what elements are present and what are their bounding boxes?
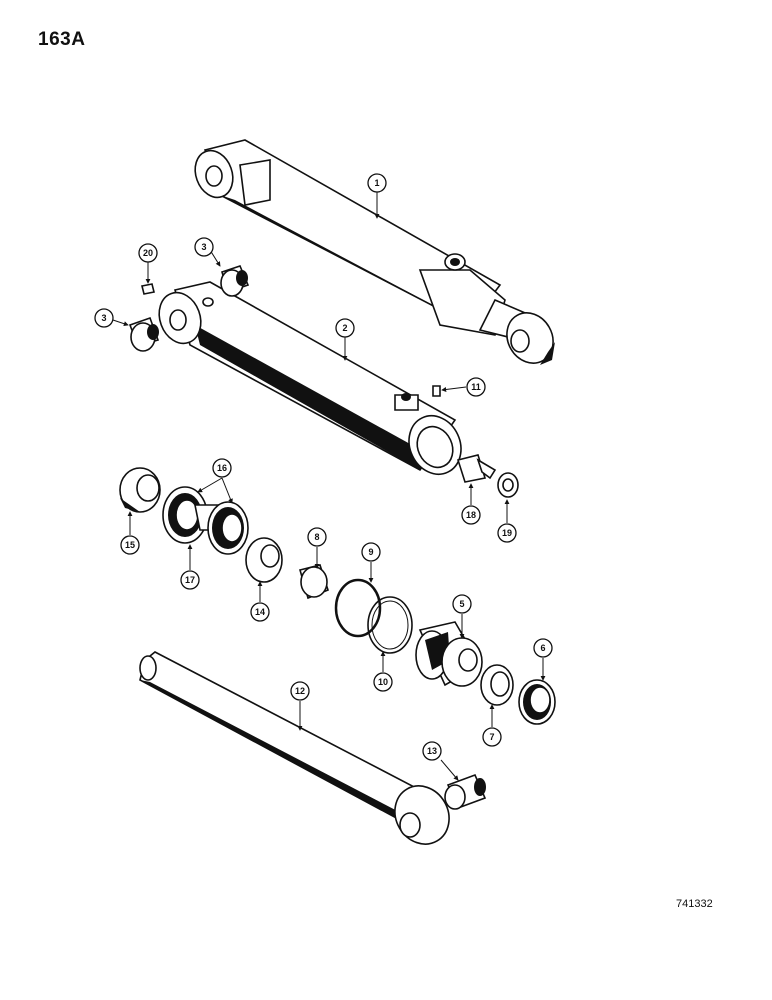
callout-15: 15 [120, 535, 140, 555]
cylinder-head-icon [415, 621, 483, 687]
wear-ring-icon [245, 537, 283, 583]
bushing-icon [128, 316, 160, 352]
piston-rod-icon [139, 651, 450, 845]
washer-icon [497, 472, 519, 498]
callout-7: 7 [482, 727, 502, 747]
svg-text:14: 14 [255, 607, 265, 617]
callout-19: 19 [497, 523, 517, 543]
backup-ring-icon [367, 596, 413, 654]
drawing-id: 741332 [676, 898, 713, 910]
callout-3: 3 [194, 237, 214, 257]
cylinder-barrel-icon [158, 281, 462, 475]
rod-seal-icon [480, 664, 514, 706]
svg-text:20: 20 [143, 248, 153, 258]
callout-2: 2 [335, 318, 355, 338]
callout-11: 11 [466, 377, 486, 397]
callout-13: 13 [422, 741, 442, 761]
svg-text:6: 6 [540, 643, 545, 653]
svg-text:19: 19 [502, 528, 512, 538]
seal-ring-icon [299, 564, 329, 600]
callout-5: 5 [452, 594, 472, 614]
callout-9: 9 [361, 542, 381, 562]
svg-text:18: 18 [466, 510, 476, 520]
bushing-icon [444, 773, 487, 810]
callout-16: 16 [212, 458, 232, 478]
grease-fitting-icon [432, 385, 441, 397]
hydraulic-cylinder-assembled-icon [194, 139, 555, 365]
svg-text:1: 1 [374, 178, 379, 188]
callout-20: 20 [138, 243, 158, 263]
svg-text:5: 5 [459, 599, 464, 609]
svg-text:9: 9 [368, 547, 373, 557]
callout-8: 8 [307, 527, 327, 547]
callout-6: 6 [533, 638, 553, 658]
svg-text:7: 7 [489, 732, 494, 742]
piston-nut-icon [119, 467, 161, 513]
callout-10: 10 [373, 672, 393, 692]
callout-3: 3 [94, 308, 114, 328]
callout-17: 17 [180, 570, 200, 590]
svg-text:16: 16 [217, 463, 227, 473]
page-number: 163A [38, 29, 86, 50]
svg-text:3: 3 [101, 313, 106, 323]
svg-text:11: 11 [471, 382, 481, 392]
callout-12: 12 [290, 681, 310, 701]
callout-1: 1 [367, 173, 387, 193]
svg-text:13: 13 [427, 746, 437, 756]
svg-text:2: 2 [342, 323, 347, 333]
svg-text:8: 8 [314, 532, 319, 542]
fitting-icon [456, 454, 497, 483]
rod-wiper-icon [518, 679, 556, 725]
bushing-icon [220, 265, 250, 297]
svg-text:10: 10 [378, 677, 388, 687]
callout-18: 18 [461, 505, 481, 525]
svg-text:12: 12 [295, 686, 305, 696]
svg-text:17: 17 [185, 575, 195, 585]
svg-text:15: 15 [125, 540, 135, 550]
o-ring-icon [334, 578, 382, 638]
callout-14: 14 [250, 602, 270, 622]
piston-icon [162, 486, 249, 555]
grease-fitting-icon [141, 283, 155, 295]
svg-text:3: 3 [201, 242, 206, 252]
